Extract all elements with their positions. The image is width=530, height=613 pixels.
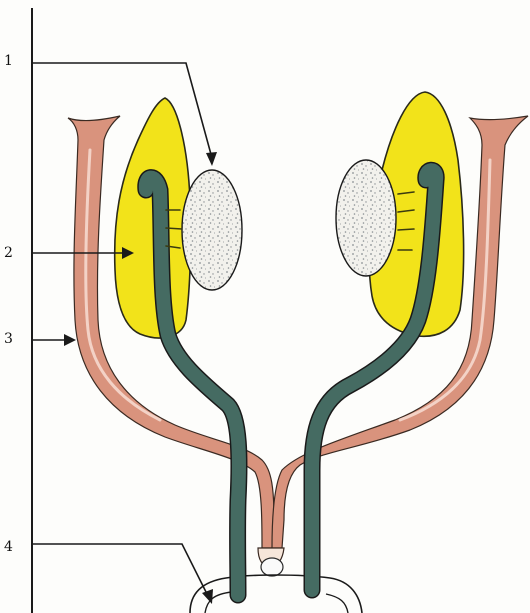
callout-label-4: 4	[4, 539, 13, 555]
callout-label-2: 2	[4, 245, 13, 261]
urethra	[258, 548, 284, 576]
arrowhead-1	[206, 152, 217, 166]
callout-label-1: 1	[4, 53, 13, 69]
left-speckled-body	[182, 170, 242, 290]
bladder-outline	[190, 575, 362, 613]
callout-label-3: 3	[4, 331, 13, 347]
arrowhead-3	[64, 334, 76, 346]
right-speckled-body	[336, 160, 396, 276]
leader-line-1	[32, 63, 212, 158]
arrowhead-4	[202, 589, 213, 604]
leader-line-4	[32, 544, 208, 596]
